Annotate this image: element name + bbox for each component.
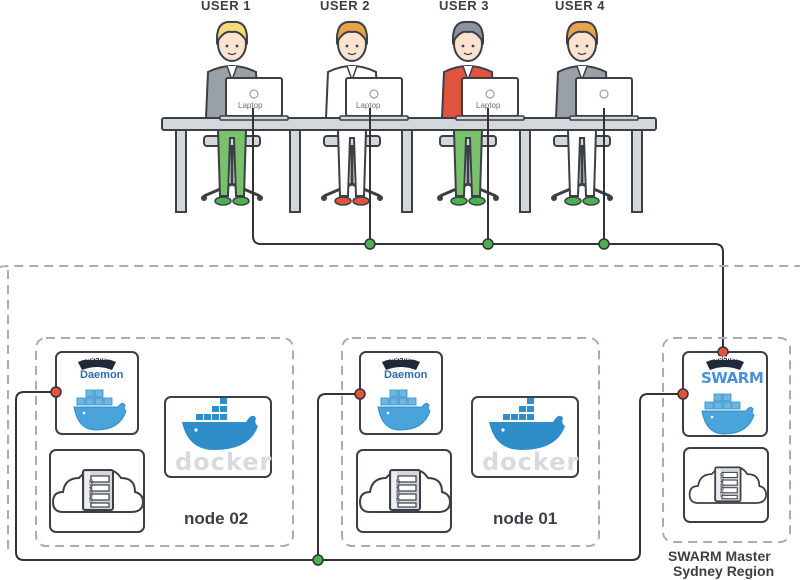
swarm-card — [682, 351, 768, 437]
user-2-laptop-label: Laptop — [356, 101, 381, 110]
node-02-label: node 02 — [184, 509, 249, 528]
desk — [161, 117, 657, 213]
bus-junction-dot — [312, 554, 324, 566]
connector-dots — [50, 238, 729, 566]
node-01-daemon-title: Daemon — [384, 369, 428, 381]
user-3-label: USER 3 — [439, 0, 489, 13]
user4-connector-dot — [598, 238, 610, 250]
swarm-master-box — [662, 337, 791, 543]
user-1-figure — [201, 20, 289, 206]
node-01-label: node 01 — [493, 509, 558, 528]
node-02-storage-label: STORAGE — [89, 478, 96, 504]
node-02-docker-wordmark: docker — [175, 448, 273, 476]
node-01-badge-brand: docker — [390, 355, 413, 362]
master-uplink-dot — [717, 346, 729, 358]
user-2-label: USER 2 — [320, 0, 370, 13]
user-1-label: USER 1 — [201, 0, 251, 13]
user-4-label: USER 4 — [555, 0, 605, 13]
user-3-figure — [437, 20, 525, 206]
master-badge-brand: docker — [714, 355, 737, 362]
node-01-docker-logo-card — [471, 396, 579, 478]
user-3-laptop-label: Laptop — [476, 101, 501, 110]
user3-connector-dot — [482, 238, 494, 250]
swarm-master-label: SWARM Master — [668, 548, 771, 564]
node-02-storage-card — [49, 449, 145, 533]
user-1-laptop-label: Laptop — [238, 101, 263, 110]
master-storage-label: STORAGE — [720, 472, 727, 498]
node-02-box — [35, 337, 294, 547]
master-connector-dot — [677, 388, 689, 400]
node-01-docker-wordmark: docker — [482, 448, 580, 476]
user-3-laptop — [455, 77, 525, 121]
node-02-daemon-card — [55, 351, 139, 435]
node-02-badge-brand: docker — [86, 355, 109, 362]
node-01-storage-label: STORAGE — [396, 478, 403, 504]
region-label: Sydney Region — [673, 563, 775, 579]
swarm-storage-card — [683, 447, 769, 523]
swarm-title: SWARM — [701, 369, 764, 387]
user2-connector-dot — [364, 238, 376, 250]
node02-connector-dot — [50, 386, 62, 398]
node-02-docker-logo-card — [164, 396, 272, 478]
region-boundary — [0, 265, 800, 269]
users — [201, 20, 639, 206]
node-01-daemon-card — [359, 351, 443, 435]
node-02-daemon-title: Daemon — [80, 369, 124, 381]
user-2-laptop — [339, 77, 409, 121]
node01-connector-dot — [354, 388, 366, 400]
node-01-box — [341, 337, 600, 547]
node-01-storage-card — [356, 449, 452, 533]
user-2-figure — [321, 20, 409, 206]
user-4-figure — [551, 20, 639, 206]
